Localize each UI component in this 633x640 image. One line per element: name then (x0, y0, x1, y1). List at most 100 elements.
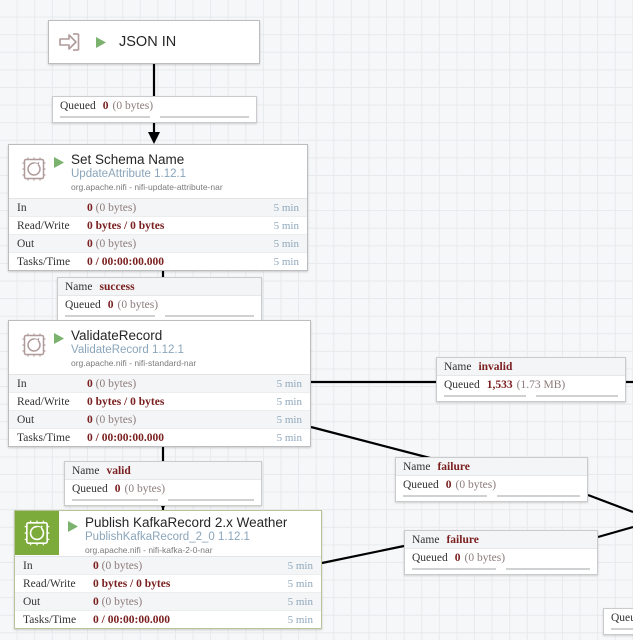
name-value: failure (437, 460, 470, 473)
queue-count-gauge (403, 495, 487, 497)
connection-label-invalid[interactable]: Name invalid Queued 1,533 (1.73 MB) (436, 357, 626, 402)
stat-value: 0 bytes / 0 bytes (87, 395, 165, 408)
stat-time: 5 min (287, 613, 313, 626)
stat-row: Out 0 (0 bytes) 5 min (9, 411, 310, 429)
stat-row: In 0 (0 bytes) 5 min (9, 199, 307, 217)
processor-set-schema-name[interactable]: Set Schema Name UpdateAttribute 1.12.1 o… (8, 144, 308, 271)
stat-value: 0 (0 bytes) (93, 559, 143, 572)
queued-key: Queued (412, 551, 448, 564)
name-value: invalid (478, 360, 513, 373)
name-key: Name (444, 360, 472, 373)
connection-label-failure-kafka[interactable]: Name failure Queued 0 (0 bytes) (404, 530, 598, 575)
arrowhead-into-setschema (148, 132, 160, 144)
connection-name-row: Name success (58, 278, 261, 296)
link-failure-validate-continue (587, 493, 633, 514)
connection-queued-row: Queued 0 (0 bytes) (396, 476, 587, 493)
processor-bundle: org.apache.nifi - nifi-standard-nar (71, 358, 197, 368)
link-validate-to-failure (310, 425, 431, 460)
processor-type: ValidateRecord 1.12.1 (71, 344, 184, 356)
processor-bundle: org.apache.nifi - nifi-kafka-2-0-nar (85, 545, 213, 555)
stat-time: 5 min (273, 237, 299, 250)
stat-label: Out (17, 413, 35, 426)
stat-label: Read/Write (17, 219, 70, 232)
stat-row: Tasks/Time 0 / 00:00:00.000 5 min (15, 611, 321, 628)
processor-publish-kafkarecord[interactable]: Publish KafkaRecord 2.x Weather PublishK… (14, 510, 322, 629)
processor-titles: Publish KafkaRecord 2.x Weather PublishK… (81, 511, 287, 556)
queued-count: 0 (114, 482, 121, 495)
processor-header: ValidateRecord ValidateRecord 1.12.1 org… (9, 321, 310, 374)
name-key: Name (412, 533, 440, 546)
queued-size: (0 bytes) (112, 99, 154, 112)
queue-size-gauge (506, 568, 590, 570)
run-play-icon (93, 36, 109, 49)
stat-row: Out 0 (0 bytes) 5 min (9, 235, 307, 253)
queued-size: (1.73 MB) (516, 378, 566, 391)
queued-size: (0 bytes) (117, 298, 159, 311)
connection-gauges (58, 313, 261, 317)
stat-label: In (17, 377, 27, 390)
stat-value: 0 / 00:00:00.000 (87, 255, 164, 268)
input-port-json-in[interactable]: JSON IN (48, 20, 260, 64)
processor-stats: In 0 (0 bytes) 5 min Read/Write 0 bytes … (9, 374, 310, 446)
queued-count: 0 (454, 551, 461, 564)
queue-count-gauge (611, 628, 633, 630)
processor-header: Publish KafkaRecord 2.x Weather PublishK… (15, 511, 321, 556)
stat-time: 5 min (276, 413, 302, 426)
queued-count: 0 (445, 478, 452, 491)
processor-header: Set Schema Name UpdateAttribute 1.12.1 o… (9, 145, 307, 198)
processor-validate-record[interactable]: ValidateRecord ValidateRecord 1.12.1 org… (8, 320, 311, 447)
processor-name: ValidateRecord (71, 328, 163, 343)
queued-count: 1,533 (486, 378, 513, 391)
queued-key: Queued (444, 378, 480, 391)
queued-key: Queued (65, 298, 101, 311)
stat-label: Read/Write (17, 395, 70, 408)
queue-size-gauge (164, 315, 254, 317)
name-key: Name (72, 464, 100, 477)
queue-count-gauge (60, 116, 150, 118)
connection-gauges (65, 497, 261, 501)
queue-count-gauge (444, 395, 526, 397)
stat-value: 0 bytes / 0 bytes (87, 219, 165, 232)
stat-value: 0 / 00:00:00.000 (87, 431, 164, 444)
stat-row: In 0 (0 bytes) 5 min (15, 557, 321, 575)
connection-label-failure-validate[interactable]: Name failure Queued 0 (0 bytes) (395, 457, 588, 502)
stat-time: 5 min (287, 595, 313, 608)
name-key: Name (65, 280, 93, 293)
stat-value: 0 / 00:00:00.000 (93, 613, 170, 626)
queued-key: Queued (611, 611, 633, 624)
connection-label-valid[interactable]: Name valid Queued 0 (0 bytes) (64, 461, 262, 506)
processor-type: UpdateAttribute 1.12.1 (71, 168, 187, 180)
queued-size: (0 bytes) (464, 551, 506, 564)
queue-size-gauge (496, 495, 580, 497)
queued-key: Queued (60, 99, 96, 112)
stat-row: Tasks/Time 0 / 00:00:00.000 5 min (9, 253, 307, 270)
connection-label-port-to-setschema[interactable]: Queued 0 (0 bytes) (52, 96, 257, 123)
stat-label: In (17, 201, 27, 214)
run-play-icon (51, 328, 67, 345)
processor-type: PublishKafkaRecord_2_0 1.12.1 (85, 531, 250, 543)
connection-queued-row: Queued 1,533 (1.73 MB) (437, 376, 625, 393)
processor-chip-icon (17, 152, 51, 186)
stat-row: Read/Write 0 bytes / 0 bytes 5 min (15, 575, 321, 593)
stat-row: Read/Write 0 bytes / 0 bytes 5 min (9, 217, 307, 235)
queued-key: Queued (72, 482, 108, 495)
stat-time: 5 min (276, 377, 302, 390)
processor-stats: In 0 (0 bytes) 5 min Read/Write 0 bytes … (15, 556, 321, 628)
queued-count: 0 (107, 298, 114, 311)
connection-queued-row: Queued (604, 609, 633, 626)
queued-size: (0 bytes) (455, 478, 497, 491)
connection-queued-row: Queued 0 (0 bytes) (405, 549, 597, 566)
connection-name-row: Name invalid (437, 358, 625, 376)
stat-label: Tasks/Time (23, 613, 77, 626)
stat-time: 5 min (273, 201, 299, 214)
connection-queued-row: Queued 0 (0 bytes) (58, 296, 261, 313)
connection-gauges (604, 626, 633, 630)
connection-label-success[interactable]: Name success Queued 0 (0 bytes) (57, 277, 262, 322)
connection-label-partial-bottom-right[interactable]: Queued (603, 608, 633, 635)
name-key: Name (403, 460, 431, 473)
stat-value: 0 (0 bytes) (87, 377, 137, 390)
processor-stats: In 0 (0 bytes) 5 min Read/Write 0 bytes … (9, 198, 307, 270)
run-play-icon (65, 511, 81, 533)
name-value: success (99, 280, 135, 293)
